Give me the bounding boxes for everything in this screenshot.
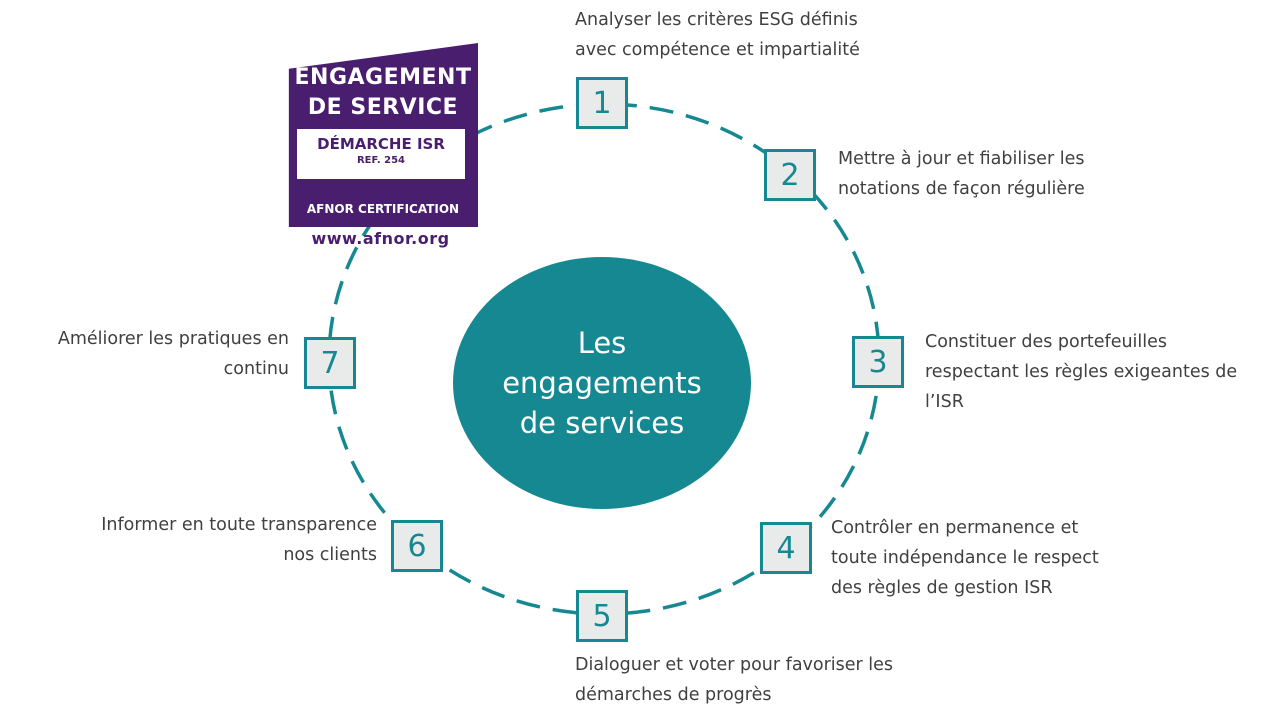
step-4-label: Contrôler en permanence et toute indépen… (831, 513, 1099, 603)
step-6-line2: nos clients (283, 545, 377, 565)
step-2-line2: notations de façon régulière (838, 179, 1085, 199)
step-7-box: 7 (304, 337, 356, 389)
step-7-line1: Améliorer les pratiques en (57, 329, 289, 349)
step-2-line1: Mettre à jour et fiabiliser les (838, 149, 1085, 169)
logo-title-line2: DE SERVICE (307, 95, 459, 120)
step-1-line2: avec compétence et impartialité (575, 40, 860, 60)
step-7-label: Améliorer les pratiques en continu (58, 324, 289, 384)
step-1-box: 1 (576, 77, 628, 129)
step-3-line3: l’ISR (925, 392, 964, 412)
step-2-box: 2 (764, 149, 816, 201)
step-5-line2: démarches de progrès (575, 685, 772, 705)
step-4-box: 4 (760, 522, 812, 574)
step-6-label: Informer en toute transparence nos clien… (101, 510, 377, 570)
center-circle: Les engagements de services (453, 257, 751, 509)
center-title-line1: Les (577, 326, 627, 360)
logo-certification: AFNOR CERTIFICATION (306, 202, 460, 216)
center-title-line3: de services (519, 406, 685, 440)
logo-demarche: DÉMARCHE ISR (317, 135, 445, 153)
step-3-line1: Constituer des portefeuilles (925, 332, 1168, 352)
logo-title-line1: ENGAGEMENT (294, 65, 472, 90)
step-6-line1: Informer en toute transparence (101, 515, 377, 535)
logo-inner-panel: DÉMARCHE ISR REF. 254 (297, 129, 465, 179)
logo-url: www.afnor.org (311, 229, 450, 248)
step-1-line1: Analyser les critères ESG définis (575, 10, 858, 30)
step-6-box: 6 (391, 520, 443, 572)
step-1-label: Analyser les critères ESG définis avec c… (575, 5, 860, 65)
step-3-box: 3 (852, 336, 904, 388)
step-2-label: Mettre à jour et fiabiliser les notation… (838, 144, 1085, 204)
step-5-box: 5 (576, 590, 628, 642)
step-3-line2: respectant les règles exigeantes de (925, 362, 1238, 382)
step-5-label: Dialoguer et voter pour favoriser les dé… (575, 650, 893, 710)
step-4-line1: Contrôler en permanence et (831, 518, 1079, 538)
step-4-line3: des règles de gestion ISR (831, 578, 1053, 598)
logo-ref: REF. 254 (356, 155, 406, 166)
step-3-label: Constituer des portefeuilles respectant … (925, 327, 1237, 417)
step-7-line2: continu (223, 359, 289, 379)
afnor-certification-logo: ENGAGEMENT DE SERVICE DÉMARCHE ISR REF. … (283, 43, 478, 227)
center-title-line2: engagements (502, 366, 702, 400)
step-4-line2: toute indépendance le respect (831, 548, 1099, 568)
step-5-line1: Dialoguer et voter pour favoriser les (575, 655, 894, 675)
